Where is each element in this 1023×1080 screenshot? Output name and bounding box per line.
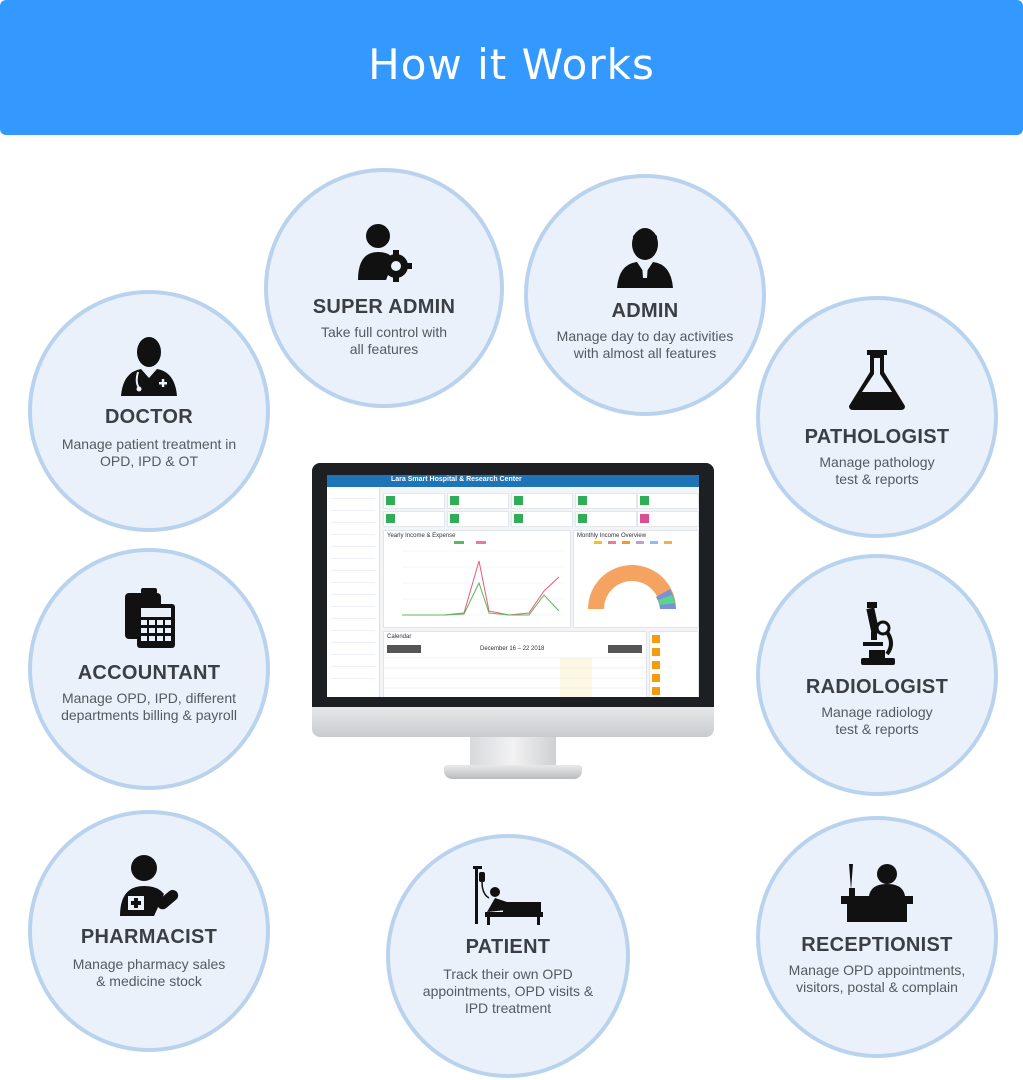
calculator-icon: [123, 588, 175, 653]
calendar-title: Calendar: [387, 634, 412, 640]
role-description: Manage radiology test & reports: [821, 704, 933, 737]
monitor-base: [444, 765, 582, 779]
role-receptionist: RECEPTIONIST Manage OPD appointments, vi…: [756, 816, 998, 1058]
calendar-range: December 16 – 22 2018: [480, 646, 545, 652]
app-sidebar: [327, 487, 380, 697]
role-description: Manage day to day activities with almost…: [556, 328, 734, 361]
monitor-illustration: Lara Smart Hospital & Research Center Ye…: [312, 463, 714, 781]
app-topbar: Lara Smart Hospital & Research Center: [327, 475, 699, 487]
role-name: ACCOUNTANT: [77, 662, 221, 684]
admin-user-icon: [615, 226, 675, 293]
role-pathologist: PATHOLOGIST Manage pathology test & repo…: [756, 296, 998, 538]
role-admin: ADMIN Manage day to day activities with …: [524, 174, 766, 416]
monthly-chart-panel: Monthly Income Overview: [573, 530, 699, 628]
page-title: How it Works: [368, 40, 655, 89]
receptionist-icon: [841, 860, 913, 927]
role-name: ADMIN: [611, 300, 679, 322]
pharmacist-icon: [118, 854, 180, 921]
flask-icon: [847, 348, 907, 415]
monitor-chin: [312, 707, 714, 737]
header-banner: How it Works: [0, 0, 1023, 135]
role-description: Manage pathology test & reports: [819, 454, 935, 487]
role-name: RECEPTIONIST: [801, 934, 953, 956]
patient-bed-icon: [473, 864, 543, 931]
role-patient: PATIENT Track their own OPD appointments…: [386, 834, 630, 1078]
microscope-icon: [857, 602, 897, 671]
app-title: Lara Smart Hospital & Research Center: [391, 476, 522, 483]
chart-title: Yearly Income & Expense: [387, 533, 456, 539]
role-description: Manage pharmacy sales & medicine stock: [72, 956, 226, 989]
user-gear-icon: [356, 222, 412, 289]
role-radiologist: RADIOLOGIST Manage radiology test & repo…: [756, 554, 998, 796]
role-name: RADIOLOGIST: [805, 676, 949, 698]
yearly-chart-panel: Yearly Income & Expense: [383, 530, 571, 628]
role-super-admin: SUPER ADMIN Take full control with all f…: [264, 168, 504, 408]
chart-title: Monthly Income Overview: [577, 533, 647, 539]
role-accountant: ACCOUNTANT Manage OPD, IPD, different de…: [28, 548, 270, 790]
role-doctor: DOCTOR Manage patient treatment in OPD, …: [28, 290, 270, 532]
role-name: SUPER ADMIN: [312, 296, 456, 318]
role-description: Manage OPD, IPD, different departments b…: [61, 690, 237, 723]
role-name: PATIENT: [465, 936, 551, 958]
monitor-stand: [470, 737, 556, 767]
doctor-icon: [119, 336, 179, 401]
dashboard-screenshot: Lara Smart Hospital & Research Center Ye…: [327, 475, 699, 697]
role-description: Manage patient treatment in OPD, IPD & O…: [61, 436, 237, 469]
role-name: PHARMACIST: [80, 926, 218, 948]
role-name: DOCTOR: [104, 406, 194, 428]
role-name: PATHOLOGIST: [804, 426, 950, 448]
calendar-panel: Calendar December 16 – 22 2018: [383, 631, 647, 697]
role-description: Manage OPD appointments, visitors, posta…: [788, 962, 966, 995]
monitor-bezel: Lara Smart Hospital & Research Center Ye…: [312, 463, 714, 707]
notice-list-panel: [649, 631, 699, 697]
role-description: Track their own OPD appointments, OPD vi…: [422, 966, 594, 1016]
role-pharmacist: PHARMACIST Manage pharmacy sales & medic…: [28, 810, 270, 1052]
role-description: Take full control with all features: [320, 324, 448, 357]
